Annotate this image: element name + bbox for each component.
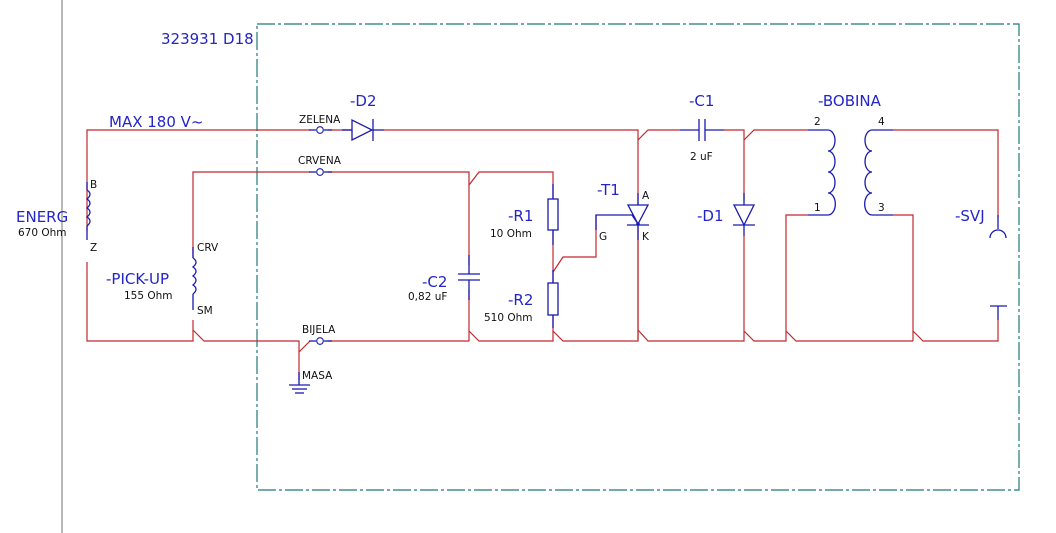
wire-junction-gate xyxy=(552,215,597,273)
thyristor-t1-icon[interactable] xyxy=(595,193,650,240)
c2-ref: -C2 xyxy=(422,273,447,291)
c1-ref: -C1 xyxy=(689,92,714,110)
terminal-bijela[interactable] xyxy=(316,337,324,345)
wire-coil3-down xyxy=(893,214,914,341)
energ-coil-icon[interactable] xyxy=(85,182,91,240)
ground-masa-label: MASA xyxy=(302,370,333,382)
wire-c1-d1 xyxy=(724,129,745,200)
pickup-pin-crv: CRV xyxy=(197,242,219,254)
supply-label: MAX 180 V~ xyxy=(109,113,203,131)
energ-value: 670 Ohm xyxy=(18,227,67,239)
wire-t1-d1-bottom xyxy=(637,236,745,342)
diode-d2-icon[interactable] xyxy=(342,118,384,142)
wire-pickup-top xyxy=(192,171,310,258)
wire-d1-coil1 xyxy=(743,214,808,342)
terminal-crvena[interactable] xyxy=(316,168,324,176)
energ-pin-z: Z xyxy=(90,242,97,254)
terminal-zelena-label: ZELENA xyxy=(299,114,341,126)
block-title: 323931 D18 xyxy=(161,30,254,48)
r1-ref: -R1 xyxy=(508,207,533,225)
ground-icon xyxy=(289,372,310,394)
wire-pickup-bottom xyxy=(192,329,300,380)
wire-crvena-c2 xyxy=(328,171,470,265)
bobina-pin-2: 2 xyxy=(814,116,821,128)
t1-ref: -T1 xyxy=(597,181,620,199)
wire-coil4-svj xyxy=(893,129,999,218)
module-frame xyxy=(256,23,1020,491)
capacitor-c2-icon[interactable] xyxy=(458,255,480,300)
r2-ref: -R2 xyxy=(508,291,533,309)
d1-ref: -D1 xyxy=(697,207,724,225)
resistor-r1-icon[interactable] xyxy=(547,184,559,245)
terminal-zelena[interactable] xyxy=(316,126,324,134)
terminal-crvena-label: CRVENA xyxy=(298,155,342,167)
c2-value: 0,82 uF xyxy=(408,291,447,303)
energ-pin-b: B xyxy=(90,179,97,191)
r1-value: 10 Ohm xyxy=(490,228,532,240)
pickup-coil-icon[interactable] xyxy=(191,247,197,310)
bobina-ref: -BOBINA xyxy=(818,92,882,110)
wire-d1-coil2 xyxy=(743,129,808,141)
pickup-value: 155 Ohm xyxy=(124,290,173,302)
capacitor-c1-icon[interactable] xyxy=(680,119,724,141)
r2-value: 510 Ohm xyxy=(484,312,533,324)
resistor-r2-icon[interactable] xyxy=(547,270,559,328)
pickup-ref: -PICK-UP xyxy=(106,270,169,288)
wire-bijela-c2 xyxy=(328,290,470,342)
ignition-coil-icon[interactable] xyxy=(808,129,893,216)
terminal-bijela-label: BIJELA xyxy=(302,324,336,336)
t1-pin-g: G xyxy=(599,231,607,243)
diode-d1-icon[interactable] xyxy=(732,193,756,236)
t1-pin-k: K xyxy=(642,231,650,243)
svj-ref: -SVJ xyxy=(955,207,985,225)
pickup-pin-sm: SM xyxy=(197,305,213,317)
bobina-pin-4: 4 xyxy=(878,116,885,128)
wire-r2-t1 xyxy=(552,240,639,342)
wire-supply-top xyxy=(86,129,310,231)
wires xyxy=(86,129,999,380)
wire-coil1-bottom xyxy=(785,330,913,342)
wire-t1-c1 xyxy=(637,129,680,141)
bobina-pin-3: 3 xyxy=(878,202,885,214)
energ-ref: ENERG xyxy=(16,208,68,226)
d2-ref: -D2 xyxy=(350,92,377,110)
t1-pin-a: A xyxy=(642,190,650,202)
bobina-pin-1: 1 xyxy=(814,202,821,214)
wire-coil3-svj xyxy=(912,320,999,342)
c1-value: 2 uF xyxy=(690,151,713,163)
wire-bijela-jog xyxy=(298,340,311,353)
spark-plug-icon[interactable] xyxy=(989,215,1007,320)
wire-crvena-r1 xyxy=(468,171,554,198)
